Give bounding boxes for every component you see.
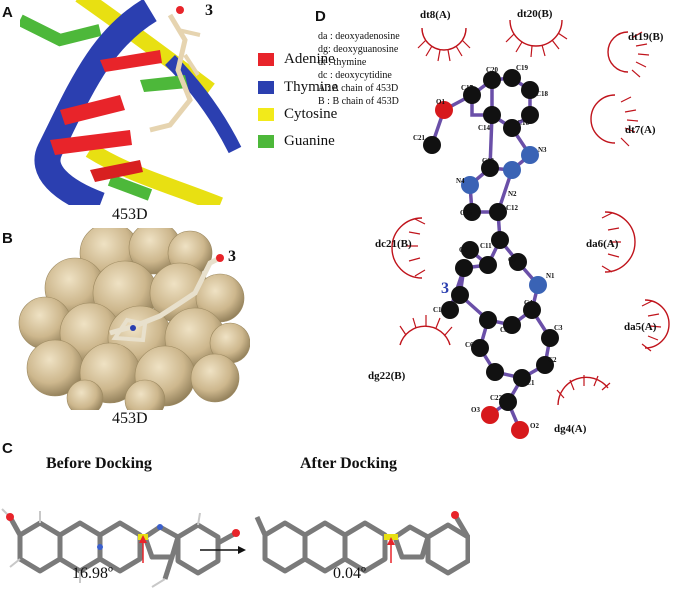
before-docking-angle: 16.98º [72, 565, 113, 582]
atom-label: C21 [413, 134, 426, 142]
key-line: dc : deoxycytidine [318, 70, 392, 81]
legend-label: Guanine [284, 132, 335, 149]
atom-label: C1 [526, 379, 535, 387]
dna-helix-image [20, 0, 245, 205]
guanine-swatch [258, 134, 274, 148]
panel-a-caption: 453D [112, 206, 148, 223]
residue-label: dt7(A) [625, 124, 656, 136]
residue-label: dt19(B) [628, 31, 664, 43]
key-line: dt : thymine [318, 57, 367, 68]
abbreviation-key: da : deoxyadenosine dg: deoxyguanosine d… [318, 30, 400, 108]
atom-label: C9 [459, 246, 468, 254]
residue-label: da6(A) [586, 238, 619, 250]
atom-label: C22 [490, 394, 503, 402]
panel-a-compound-label: 3 [205, 2, 213, 19]
atom-label: N4 [456, 177, 465, 185]
atom-label: C12 [506, 204, 519, 212]
legend-label: Cytosine [284, 105, 338, 122]
panel-b-compound-label: 3 [228, 248, 236, 265]
legend-label: Thymine [284, 78, 339, 95]
legend-label: Adenine [284, 50, 335, 67]
panel-d-compound-label: 3 [441, 280, 449, 297]
atom-label: C20 [486, 66, 499, 74]
residue-label: da5(A) [624, 321, 657, 333]
atom-label: C17 [461, 84, 474, 92]
residue-label: dt8(A) [420, 9, 451, 21]
atom-label: N3 [538, 146, 547, 154]
key-line: da : deoxyadenosine [318, 31, 400, 42]
before-docking-title: Before Docking [46, 455, 152, 472]
atom-label: C3 [554, 324, 563, 332]
docking-conformation-image [1, 508, 470, 588]
residue-label: dt20(B) [517, 8, 553, 20]
atom-label: C4 [524, 299, 533, 307]
atom-label: O3 [471, 406, 480, 414]
atom-label: C19 [516, 64, 529, 72]
key-line: A : A chain of 453D [318, 83, 399, 94]
dna-surface-image [15, 228, 250, 410]
atom-label: C13 [482, 157, 495, 165]
atom-label: C7 [508, 256, 517, 264]
atom-label: C2 [548, 356, 557, 364]
atom-label: C18 [536, 90, 549, 98]
atom-label: C15 [460, 209, 473, 217]
panel-d-letter: D [315, 8, 326, 25]
atom-label: O1 [436, 98, 445, 106]
panel-b-letter: B [2, 230, 13, 247]
adenine-swatch [258, 52, 274, 66]
thymine-swatch [258, 80, 274, 94]
panel-c-letter: C [2, 440, 13, 457]
cytosine-swatch [258, 107, 274, 121]
atom-label: C6 [465, 341, 474, 349]
ligand-atoms [423, 69, 559, 439]
atom-label: C16 [517, 119, 530, 127]
residue-label: dg4(A) [554, 423, 587, 435]
ligplot-interaction-diagram: dt8(A) dt20(B) dt19(B) dt7(A) dc21(B) da… [368, 8, 670, 439]
key-line: B : B chain of 453D [318, 96, 399, 107]
after-docking-title: After Docking [300, 455, 398, 472]
atom-label: N1 [546, 272, 555, 280]
atom-label: N2 [508, 190, 517, 198]
panel-a-letter: A [2, 4, 13, 21]
residue-label: dg22(B) [368, 370, 406, 382]
legend-item-cytosine: Cytosine [258, 104, 337, 124]
after-docking-angle: 0.04º [333, 565, 366, 582]
hydrophobic-contacts [391, 19, 670, 406]
atom-label: C10 [433, 306, 446, 314]
atom-label: C5 [500, 326, 509, 334]
atom-label: C14 [478, 124, 491, 132]
atom-label: C11 [480, 242, 492, 250]
legend-item-thymine: Thymine [258, 77, 338, 97]
legend-item-adenine: Adenine [258, 49, 335, 69]
residue-label: dc21(B) [375, 238, 412, 250]
panel-b-caption: 453D [112, 410, 148, 427]
atom-label: O2 [530, 422, 539, 430]
key-line: dg: deoxyguanosine [318, 44, 399, 55]
legend-item-guanine: Guanine [258, 131, 335, 151]
